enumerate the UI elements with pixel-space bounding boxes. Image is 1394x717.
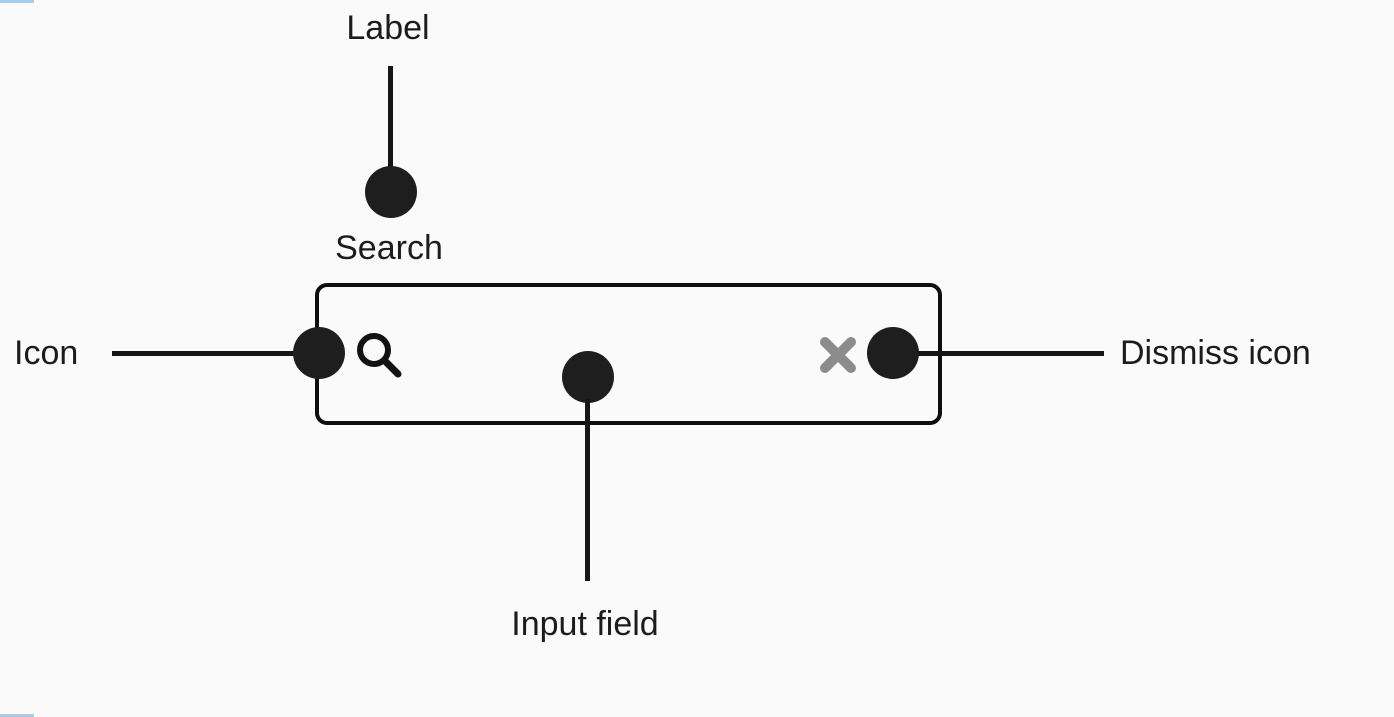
callout-input-text: Input field <box>511 605 659 643</box>
search-field-label: Search <box>335 229 443 267</box>
callout-icon-text: Icon <box>14 334 79 372</box>
callout-label-connector <box>388 66 393 170</box>
viewport-edge-bottom <box>0 714 34 717</box>
callout-dismiss-connector <box>918 351 1104 356</box>
callout-label-text: Label <box>346 9 430 47</box>
viewport-edge-top <box>0 0 34 3</box>
callout-label-dot <box>365 166 417 218</box>
callout-icon-dot <box>293 327 345 379</box>
dismiss-icon <box>820 337 856 373</box>
callout-input-dot <box>562 351 614 403</box>
callout-dismiss-dot <box>867 327 919 379</box>
search-icon <box>357 333 402 378</box>
callout-input-connector <box>585 399 590 581</box>
callout-icon-connector <box>112 351 296 356</box>
callout-dismiss-text: Dismiss icon <box>1120 334 1311 372</box>
